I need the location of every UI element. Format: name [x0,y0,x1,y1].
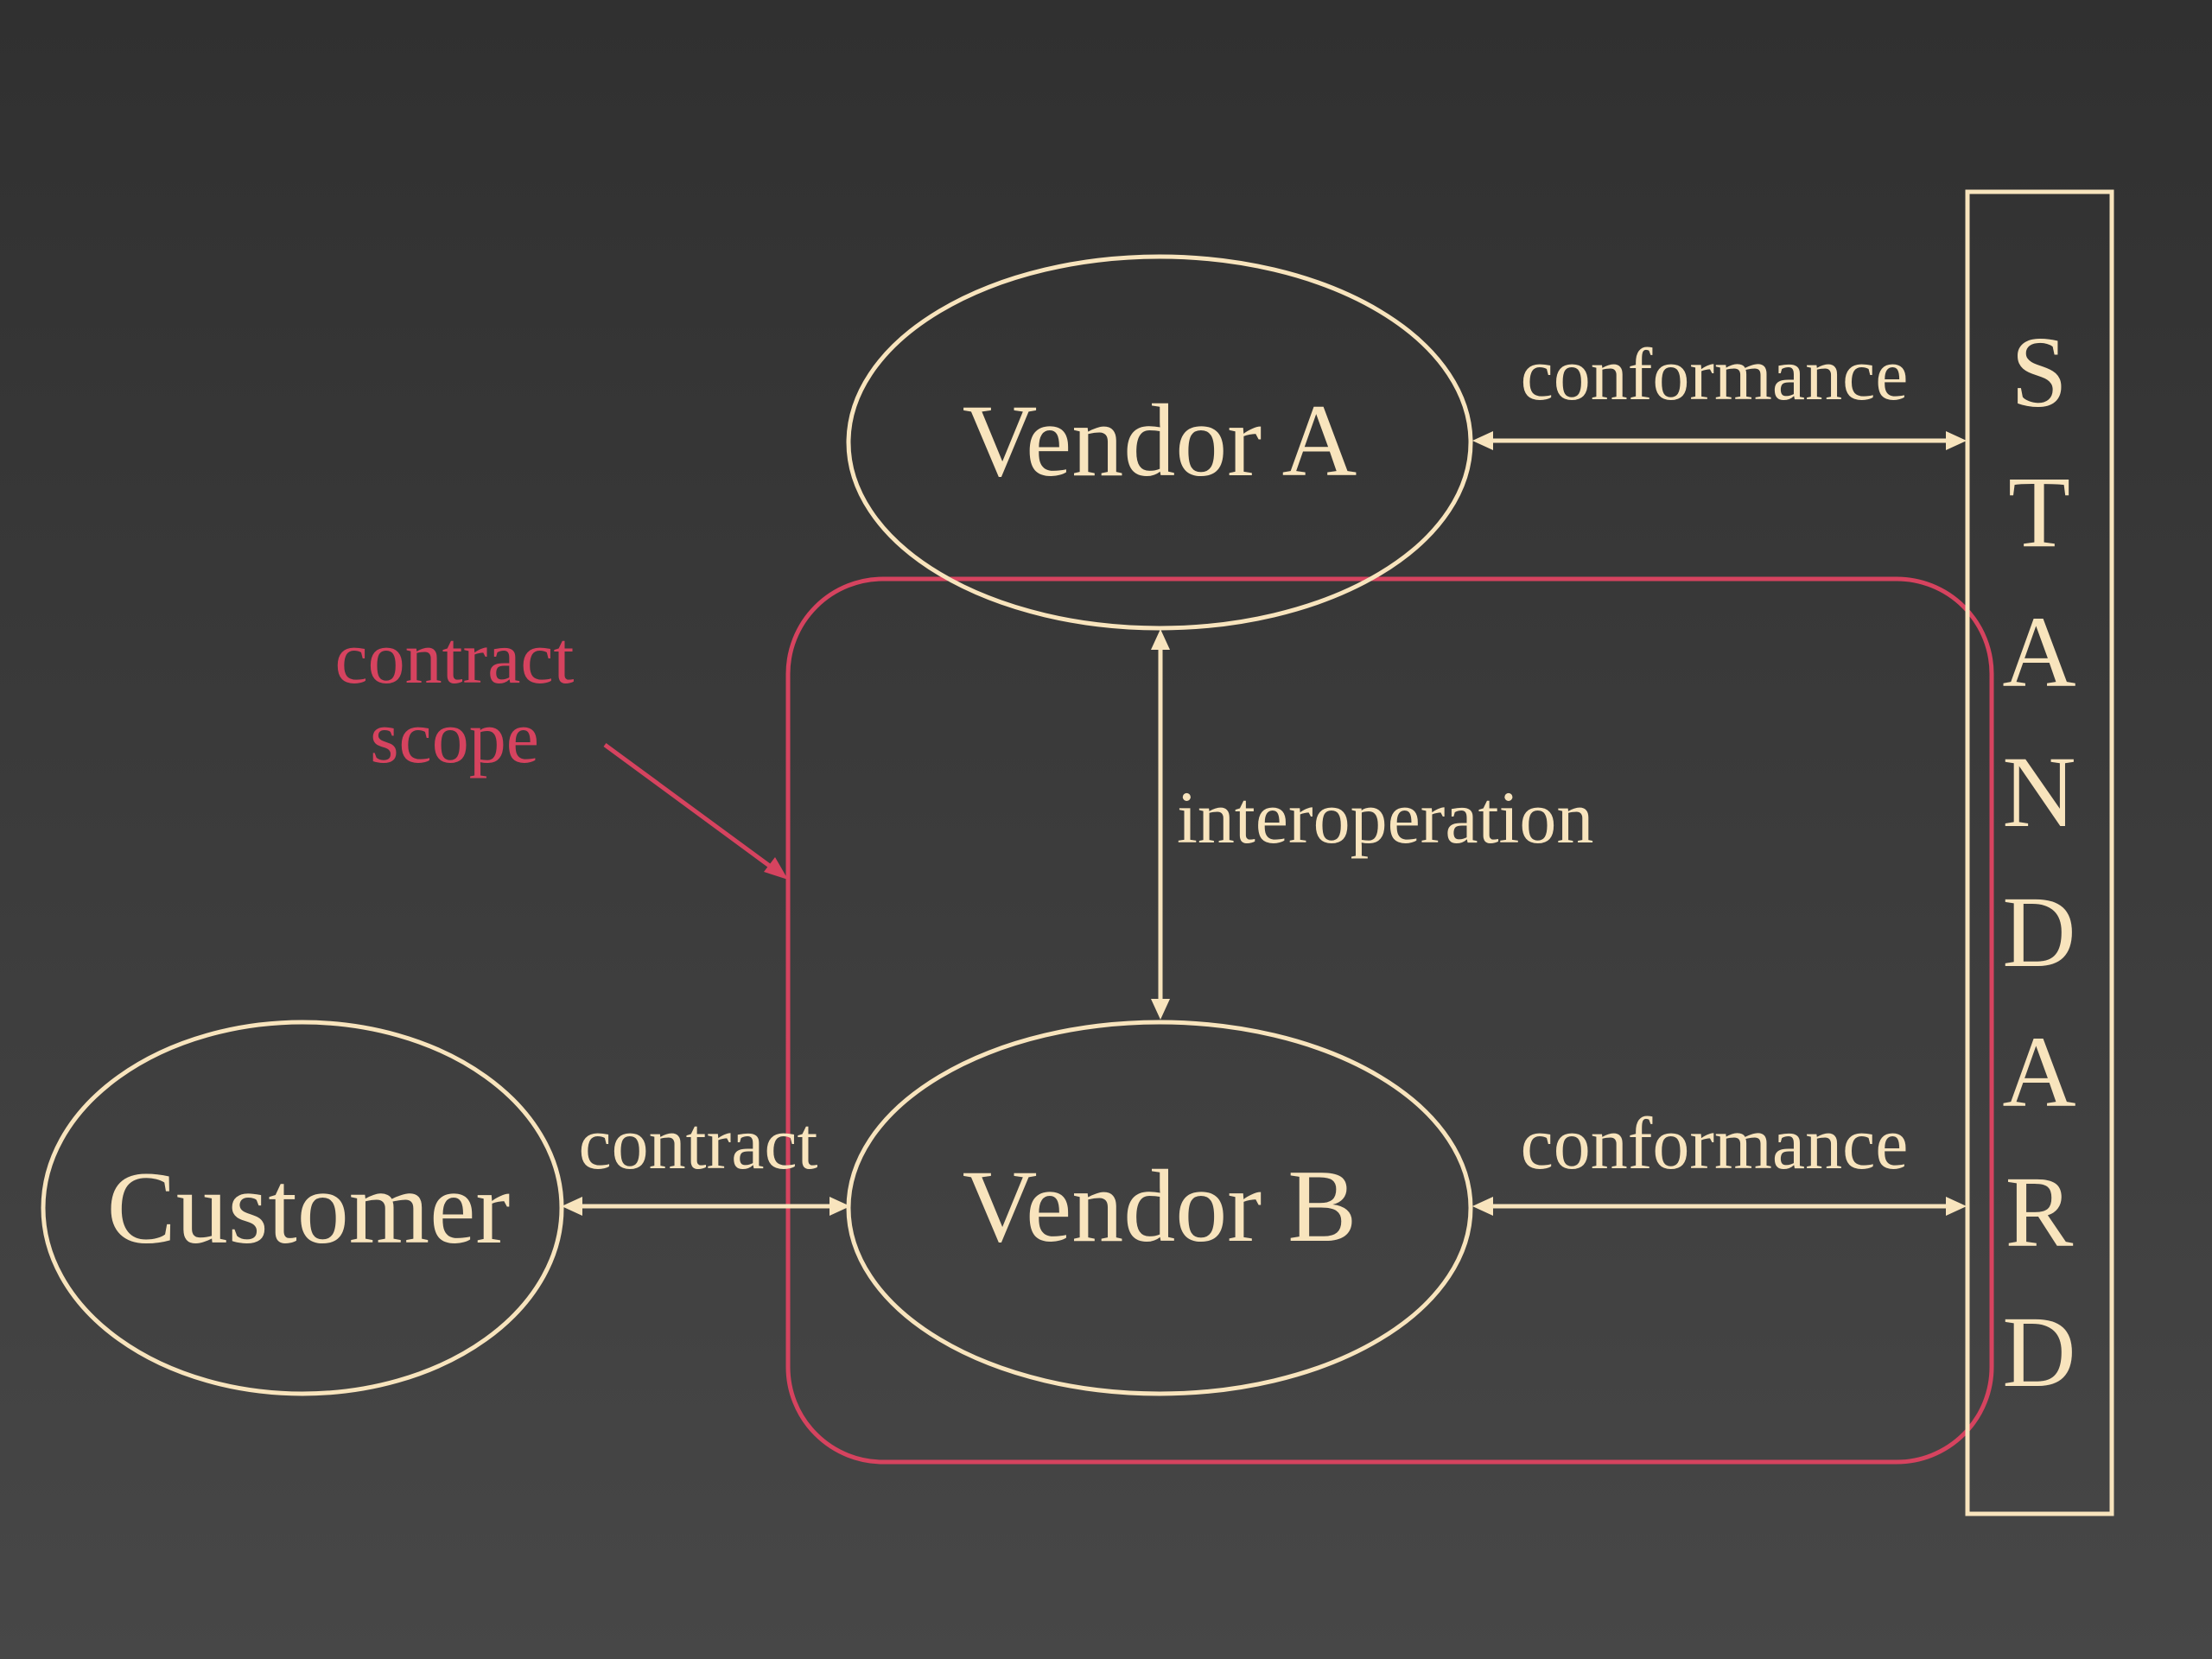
contract-scope-region [785,576,1994,1465]
contract-arrowhead-left [562,1197,582,1216]
contract-scope-pointer [603,742,776,872]
conformance-b-arrowhead-right [1946,1197,1967,1216]
contract-scope-pointer-arrowhead [764,857,788,880]
vendor-b-label: Vendor B [963,1148,1357,1263]
standard-letter: A [2002,1015,2075,1128]
conformance-a-arrowhead-right [1946,431,1967,450]
conformance-b-arrowhead-left [1472,1197,1493,1216]
standard-letter: N [2002,735,2075,849]
standard-letter: D [2002,1295,2075,1408]
standard-box [1965,189,2114,1516]
contract-scope-label-line1: contract [335,616,575,699]
contract-label: contract [579,1102,818,1185]
vendor-a-node [846,254,1473,631]
conformance-a-arrowhead-left [1472,431,1493,450]
standard-letter: A [2002,595,2075,709]
interoperation-arrowhead-bottom [1151,999,1170,1020]
vendor-a-label: Vendor A [963,383,1357,498]
interoperation-arrowhead-top [1151,629,1170,650]
vendor-b-node [846,1020,1473,1396]
standard-letter: R [2005,1155,2074,1268]
conformance-b-label: conformance [1521,1102,1909,1185]
interoperation-label: interoperation [1177,776,1593,859]
contract-scope-label-line2: scope [370,696,539,779]
customer-node [41,1020,564,1396]
contract-arrowhead-right [830,1197,850,1216]
standard-letter: T [2008,455,2070,569]
standard-letter: D [2002,875,2075,988]
standard-letter: S [2011,315,2068,429]
customer-label: Customer [107,1150,511,1265]
conformance-a-label: conformance [1521,333,1909,416]
